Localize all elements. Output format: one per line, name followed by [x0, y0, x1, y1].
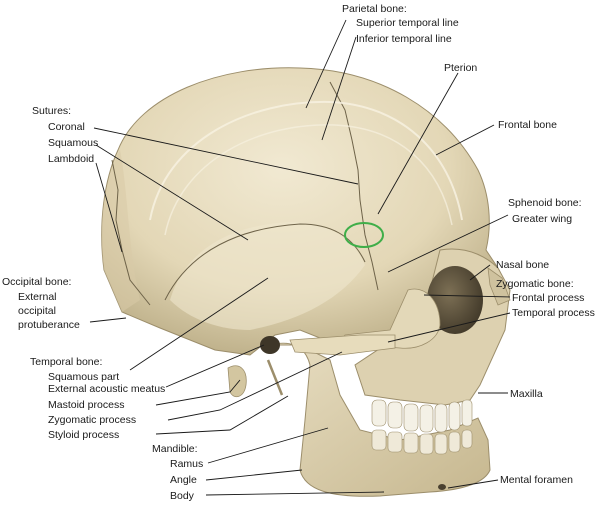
label-frontal-bone: Frontal bone — [498, 119, 557, 131]
mental-foramen — [438, 484, 446, 490]
label-zygomatic-bone: Zygomatic bone: — [496, 278, 574, 290]
nasal-bone — [487, 267, 511, 306]
superior-temporal-line-mark — [149, 100, 463, 221]
label-sphenoid-bone: Sphenoid bone: — [508, 197, 582, 209]
skull-illustration — [101, 67, 511, 497]
label-styloid-process: Styloid process — [48, 429, 119, 441]
label-pterion: Pterion — [444, 62, 477, 74]
label-occipital-bone: Occipital bone: — [2, 276, 71, 288]
lower-teeth — [371, 429, 473, 455]
label-maxilla: Maxilla — [510, 388, 543, 400]
squamous-suture — [164, 223, 366, 301]
label-occipital: occipital — [18, 305, 56, 317]
occipital-region — [101, 150, 140, 312]
label-mandible: Mandible: — [152, 443, 198, 455]
label-superior-temporal-line: Superior temporal line — [356, 17, 459, 29]
label-ramus: Ramus — [170, 458, 203, 470]
external-acoustic-meatus — [260, 336, 280, 354]
label-external: External — [18, 291, 57, 303]
label-temporal-bone: Temporal bone: — [30, 356, 102, 368]
temporal-squama — [170, 222, 365, 330]
label-body: Body — [170, 490, 195, 502]
mastoid-process — [227, 365, 247, 398]
orbit — [427, 266, 483, 334]
label-mastoid-process: Mastoid process — [48, 399, 124, 411]
label-temporal-process: Temporal process — [512, 307, 595, 319]
mandible — [269, 342, 491, 497]
label-squamous: Squamous — [48, 137, 98, 149]
label-mental-foramen: Mental foramen — [500, 474, 573, 486]
label-angle: Angle — [170, 474, 197, 486]
leader-lines — [89, 19, 511, 496]
label-parietal-bone: Parietal bone: — [342, 3, 407, 15]
label-coronal: Coronal — [48, 121, 85, 133]
label-squamous-part: Squamous part — [48, 371, 119, 383]
label-greater-wing: Greater wing — [512, 213, 572, 225]
label-inferior-temporal-line: Inferior temporal line — [356, 33, 452, 45]
pterion-highlight-circle — [344, 222, 384, 248]
label-sutures: Sutures: — [32, 105, 71, 117]
label-protuberance: protuberance — [18, 319, 80, 331]
label-nasal-bone: Nasal bone — [496, 259, 549, 271]
styloid-process — [266, 359, 284, 396]
upper-teeth — [371, 399, 473, 433]
label-lambdoid: Lambdoid — [48, 153, 94, 165]
labels: Parietal bone: Superior temporal line In… — [2, 3, 595, 502]
label-zygomatic-process: Zygomatic process — [48, 414, 136, 426]
label-frontal-process: Frontal process — [512, 292, 584, 304]
zygomatic-arch — [289, 334, 396, 356]
lambdoid-suture — [111, 159, 151, 306]
coronal-suture — [329, 81, 379, 291]
label-external-acoustic-meatus: External acoustic meatus — [48, 383, 165, 395]
inferior-temporal-line-mark — [164, 124, 453, 236]
